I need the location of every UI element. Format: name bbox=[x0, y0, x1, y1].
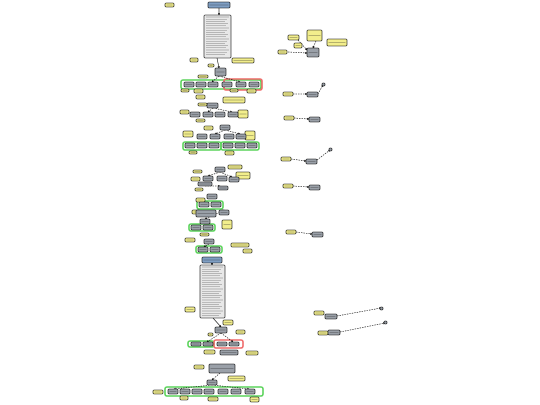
connector-line bbox=[290, 158, 307, 162]
group-frame-green bbox=[196, 200, 224, 210]
connector-line bbox=[316, 149, 331, 161]
group-frame-green bbox=[220, 141, 260, 151]
connector-line bbox=[212, 317, 222, 328]
connector-line bbox=[173, 384, 213, 391]
connector-line bbox=[212, 107, 233, 113]
connector-line bbox=[207, 107, 214, 113]
process-node bbox=[383, 320, 388, 325]
nodes bbox=[152, 1, 388, 403]
connector-line bbox=[211, 75, 220, 83]
group-frame-green bbox=[164, 386, 264, 397]
group-frame-green bbox=[180, 79, 262, 90]
node-groups bbox=[164, 78, 264, 397]
connector-line bbox=[292, 185, 310, 189]
connector-line bbox=[312, 40, 317, 49]
connector-line bbox=[216, 57, 220, 69]
connector-line bbox=[293, 117, 310, 121]
connectors bbox=[173, 8, 386, 391]
connector-line bbox=[211, 372, 221, 381]
connector-line bbox=[220, 332, 234, 343]
connector-line bbox=[203, 243, 210, 248]
connector-line bbox=[336, 307, 382, 317]
connector-line bbox=[207, 171, 221, 177]
connector-line bbox=[214, 129, 226, 135]
connector-line bbox=[317, 84, 324, 95]
group-frame-green bbox=[195, 245, 223, 254]
connector-line bbox=[206, 332, 222, 343]
connector-line bbox=[211, 384, 250, 390]
connector-line bbox=[204, 214, 215, 220]
connector-line bbox=[297, 39, 308, 51]
process-node bbox=[379, 306, 384, 311]
connector-line bbox=[218, 75, 241, 83]
process-node bbox=[321, 82, 326, 87]
connector-line bbox=[339, 322, 386, 333]
connector-line bbox=[287, 51, 308, 55]
connector-line bbox=[219, 171, 233, 178]
connector-line bbox=[295, 231, 313, 235]
group-frame-red bbox=[213, 339, 244, 349]
connector-line bbox=[224, 129, 241, 135]
text-block-node bbox=[199, 264, 226, 319]
process-node bbox=[328, 147, 333, 152]
